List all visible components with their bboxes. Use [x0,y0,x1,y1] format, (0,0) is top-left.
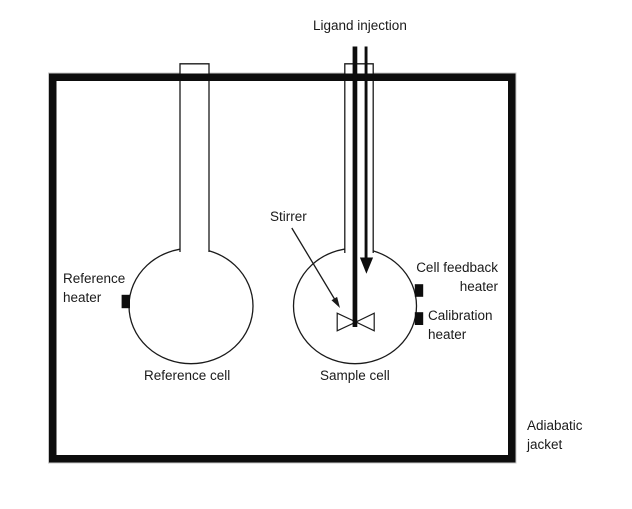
label-stirrer: Stirrer [270,209,307,224]
reference-cell-neck [179,63,210,252]
label-reference-heater-line2: heater [63,290,102,305]
calibration-heater-block [414,312,424,325]
stirrer-blade-right [354,312,375,332]
label-reference-cell: Reference cell [144,368,231,383]
label-adiabatic-jacket: Adiabatic jacket [527,416,583,454]
label-cell-feedback-heater: Cell feedback heater [398,258,498,296]
label-calibration-heater-line1: Calibration [428,308,493,323]
injection-flow-arrowhead [359,257,374,274]
label-adiabatic-jacket-line2: jacket [527,437,563,452]
label-calibration-heater-line2: heater [428,327,467,342]
adiabatic-jacket-halo [48,72,517,464]
reference-cell-bulb [128,247,254,365]
reference-heater-block [121,294,130,309]
label-adiabatic-jacket-line1: Adiabatic [527,418,583,433]
label-reference-heater: Reference heater [63,269,125,307]
label-sample-cell: Sample cell [320,368,390,383]
injection-needle [364,46,368,259]
stirrer-shaft [352,46,358,327]
cell-feedback-heater-block [414,284,424,297]
sample-cell-neck [344,63,374,253]
stirrer-pointer-arrowhead [331,296,340,308]
label-calibration-heater: Calibration heater [428,306,493,344]
stirrer-pointer-line [291,227,336,300]
adiabatic-jacket-outline [49,73,516,463]
label-ligand-injection: Ligand injection [313,18,407,33]
label-cell-feedback-heater-line2: heater [459,279,498,294]
label-cell-feedback-heater-line1: Cell feedback [416,260,498,275]
label-reference-heater-line1: Reference [63,271,126,286]
stirrer-blade-left [336,312,358,332]
